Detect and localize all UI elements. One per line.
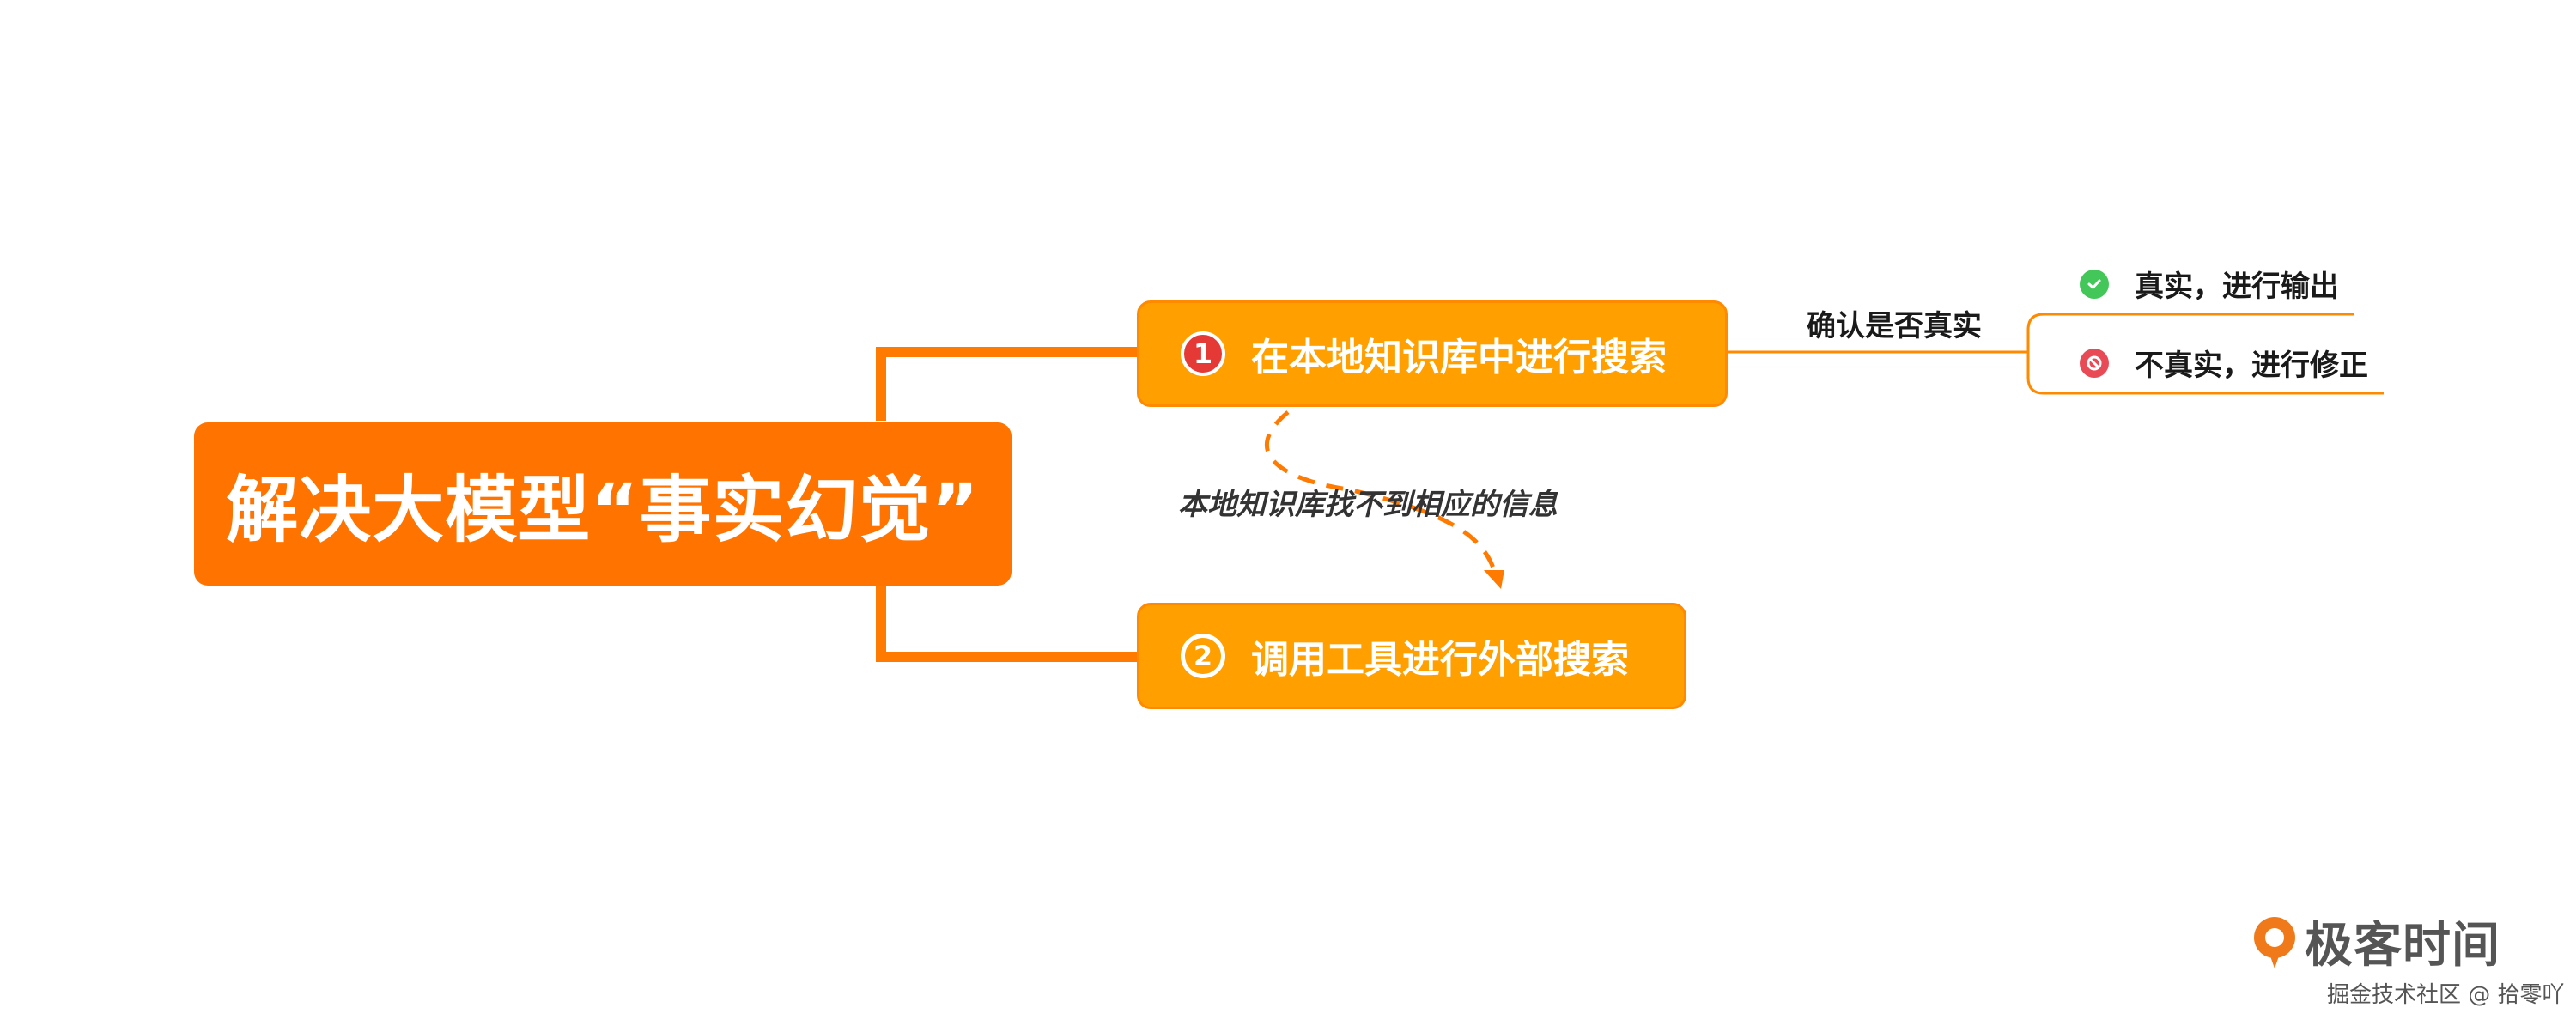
root-title: 解决大模型“事实幻觉” [226,467,980,552]
stop-circle-icon [2080,348,2109,378]
brand-logo-icon [2254,916,2295,968]
confirm-edge-label: 确认是否真实 [1807,309,1982,343]
number-badge-2: 2 [1181,634,1225,678]
root-topic[interactable]: 解决大模型“事实幻觉” [194,422,1012,586]
branch-external-search[interactable]: 2 调用工具进行外部搜索 [1137,603,1686,709]
brand-logo: 极客时间 [2250,907,2500,976]
number-badge-1: 1 [1181,331,1225,376]
root-branch1-connector [876,347,1137,421]
leaf-true-output-label: 真实，进行输出 [2135,270,2339,304]
branch-local-search-label: 在本地知识库中进行搜索 [1251,336,1667,379]
leaf-false-correct-label: 不真实，进行修正 [2135,349,2368,383]
leaf-false-correct[interactable]: 不真实，进行修正 [2080,342,2368,384]
leaf2-underline [2026,352,2384,395]
brand-name: 极客时间 [2305,918,2500,974]
branch-external-search-label: 调用工具进行外部搜索 [1251,638,1629,682]
branch-local-search[interactable]: 1 在本地知识库中进行搜索 [1137,300,1728,407]
leaf-true-output[interactable]: 真实，进行输出 [2080,263,2339,305]
root-branch2-connector [876,586,1137,662]
leaf1-underline [2026,313,2354,352]
watermark-text: 掘金技术社区 @ 拾零吖 [2327,982,2565,1008]
fallback-arrowhead [1484,570,1504,589]
fallback-edge-label: 本地知识库找不到相应的信息 [1178,488,1558,522]
check-circle-icon [2080,269,2109,299]
fallback-arrow-line [1265,410,1498,576]
